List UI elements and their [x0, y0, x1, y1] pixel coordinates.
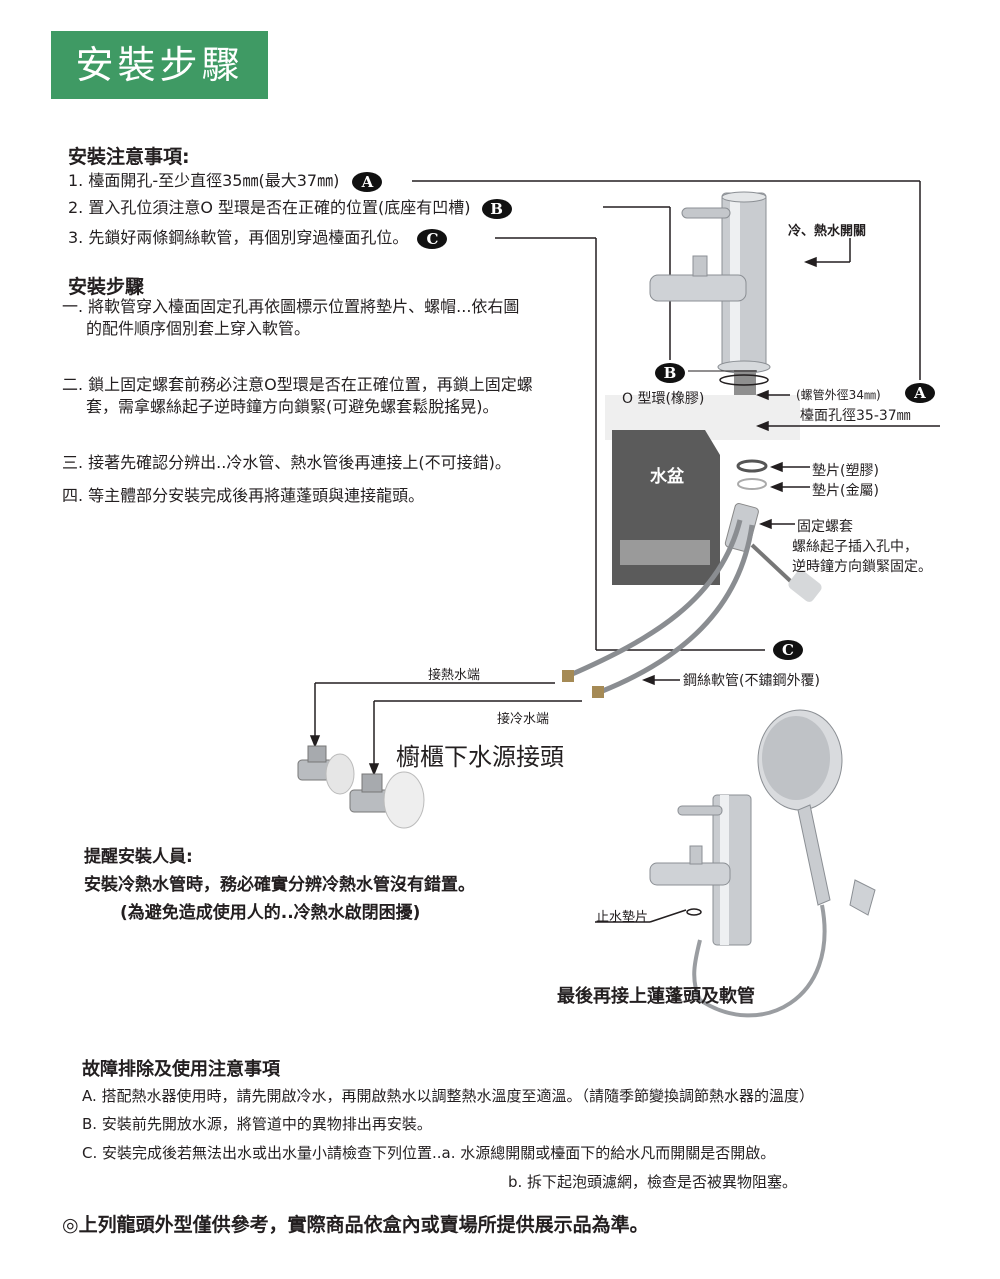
troubleshoot-item-c: C. 安裝完成後若無法出水或出水量小請檢查下列位置..a. 水源總開關或檯面下的… — [82, 1144, 776, 1162]
countertop — [605, 395, 800, 440]
faucet-illustration — [649, 191, 771, 426]
troubleshoot-title: 故障排除及使用注意事項 — [82, 1059, 280, 1080]
badge-b: B — [481, 198, 512, 219]
sink-label: 水盆 — [650, 467, 684, 487]
step-item-4: 四. 等主體部分安裝完成後再將蓮蓬頭與連接龍頭。 — [62, 486, 425, 505]
note-item-text: 3. 先鎖好兩條鋼絲軟管，再個別穿過檯面孔位。 — [68, 228, 409, 247]
notes-title: 安裝注意事項: — [68, 146, 190, 168]
step-line: 套，需拿螺絲起子逆時鐘方向鎖緊(可避免螺套鬆脫搖晃)。 — [86, 397, 499, 416]
washer-plastic — [736, 459, 768, 473]
stop-washer-label: 止水墊片 — [596, 910, 649, 925]
o-ring-label: O 型環(橡膠) — [622, 391, 705, 407]
pipe-od-label: (螺管外徑34㎜) — [796, 388, 881, 402]
hot-cold-switch-label: 冷、熱水開關 — [788, 224, 867, 239]
troubleshoot-item-a: A. 搭配熱水器使用時，請先開啟冷水，再開啟熱水以調整熱水溫度至適溫。（請隨季節… — [82, 1087, 815, 1105]
cold-end-label: 接冷水端 — [497, 712, 550, 727]
step-line: 二. 鎖上固定螺套前務必注意O型環是否在正確位置，再鎖上固定螺 — [62, 375, 533, 394]
badge-c-diagram: C — [773, 640, 803, 660]
badge-b-diagram: B — [655, 363, 685, 383]
step-item-1: 一. 將軟管穿入檯面固定孔再依圖標示位置將墊片、螺帽...依右圖 的配件順序個別… — [62, 296, 519, 340]
hose-hot — [568, 519, 743, 678]
hose-label: 鋼絲軟管(不鏽鋼外覆) — [683, 673, 820, 689]
hole-dia-label: 檯面孔徑35-37㎜ — [800, 408, 911, 424]
badge-a-diagram: A — [905, 383, 935, 403]
washer-metal — [737, 478, 767, 490]
reminder-line-2: (為避免造成使用人的..冷熱水啟閉困擾) — [120, 903, 421, 923]
washer-plastic-label: 墊片(塑膠) — [812, 463, 879, 479]
note-item-3: 3. 先鎖好兩條鋼絲軟管，再個別穿過檯面孔位。 C — [68, 227, 448, 249]
screwdriver-label-2: 逆時鐘方向鎖緊固定。 — [792, 559, 932, 575]
sink-illustration — [612, 430, 720, 585]
reminder-title: 提醒安裝人員: — [84, 847, 193, 867]
note-item-text: 1. 檯面開孔-至少直徑35㎜(最大37㎜) — [68, 171, 340, 190]
step-line: 的配件順序個別套上穿入軟管。 — [86, 319, 311, 338]
footer-disclaimer: ◎上列龍頭外型僅供參考，實際商品依盒內或賣場所提供展示品為準。 — [62, 1214, 649, 1236]
note-item-text: 2. 置入孔位須注意O 型環是否在正確的位置(底座有凹槽) — [68, 198, 471, 217]
badge-c: C — [417, 228, 448, 249]
page-banner-title: 安裝步驟 — [51, 31, 268, 99]
step-line: 一. 將軟管穿入檯面固定孔再依圖標示位置將墊片、螺帽...依右圖 — [62, 297, 520, 316]
troubleshoot-item-b: B. 安裝前先開放水源，將管道中的異物排出再安裝。 — [82, 1115, 432, 1133]
step-item-3: 三. 接著先確認分辨出..冷水管、熱水管後再連接上(不可接錯)。 — [62, 453, 511, 472]
angle-valve-hot — [297, 745, 355, 795]
angle-valve-cold — [349, 771, 425, 829]
steps-title: 安裝步驟 — [68, 276, 145, 298]
hose-cold — [599, 524, 755, 695]
step-item-2: 二. 鎖上固定螺套前務必注意O型環是否在正確位置，再鎖上固定螺 套，需拿螺絲起子… — [62, 374, 533, 418]
note-item-1: 1. 檯面開孔-至少直徑35㎜(最大37㎜) A — [68, 170, 383, 192]
faucet-shower-illustration — [649, 709, 876, 1018]
note-item-2: 2. 置入孔位須注意O 型環是否在正確的位置(底座有凹槽) B — [68, 197, 512, 219]
screwdriver-label-1: 螺絲起子插入孔中， — [792, 539, 918, 555]
reminder-line-1: 安裝冷熱水管時，務必確實分辨冷熱水管沒有錯置。 — [84, 875, 475, 895]
troubleshoot-item-c-sub: b. 拆下起泡頭濾網，檢查是否被異物阻塞。 — [508, 1173, 798, 1191]
valve-title: 櫥櫃下水源接頭 — [396, 743, 564, 771]
hot-end-label: 接熱水端 — [428, 668, 481, 683]
washer-metal-label: 墊片(金屬) — [812, 483, 879, 499]
shower-caption: 最後再接上蓮蓬頭及軟管 — [557, 986, 755, 1007]
fix-nut-label: 固定螺套 — [797, 519, 853, 535]
badge-a: A — [352, 171, 383, 192]
